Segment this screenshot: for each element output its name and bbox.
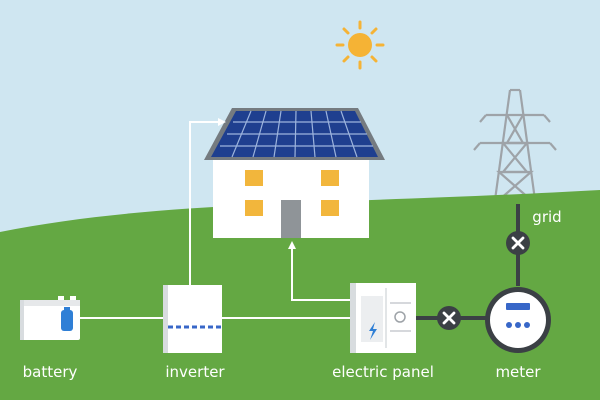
- close-icon: [506, 231, 530, 255]
- sun-icon: [335, 20, 385, 70]
- house-door: [281, 200, 301, 238]
- battery-label: battery: [23, 363, 78, 381]
- inverter-label: inverter: [165, 363, 225, 381]
- house-window: [321, 200, 339, 216]
- solar-panel: [211, 110, 378, 158]
- arrow-to-roof: [218, 118, 226, 126]
- lightning-bolt-icon: [369, 322, 377, 340]
- meter-label: meter: [495, 363, 541, 381]
- grid-label: grid: [532, 208, 561, 226]
- inverter-unit: [163, 285, 222, 353]
- electric-panel-unit: [350, 283, 416, 353]
- close-icon: [437, 306, 461, 330]
- battery-icon: [61, 310, 73, 331]
- meter-unit: [485, 287, 551, 353]
- house-window: [245, 200, 263, 216]
- house-window: [321, 170, 339, 186]
- arrow-to-house: [288, 241, 296, 249]
- transmission-tower-icon: [473, 88, 557, 201]
- house-window: [245, 170, 263, 186]
- electric-panel-label: electric panel: [332, 363, 434, 381]
- wires: [80, 121, 352, 319]
- battery-unit: [20, 296, 80, 340]
- grass: [0, 190, 600, 400]
